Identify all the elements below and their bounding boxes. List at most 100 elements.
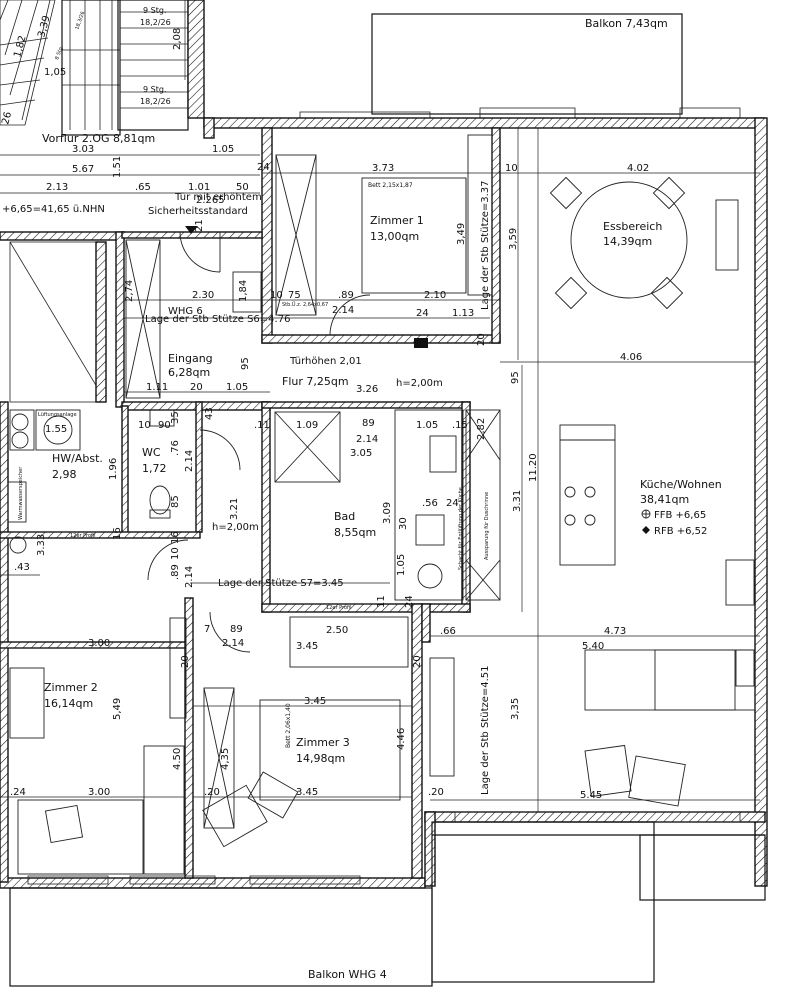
zimmer-3-label: Zimmer 3 <box>296 736 350 749</box>
dim-5-67: 5.67 <box>72 164 94 175</box>
essbereich-label: Essbereich <box>603 220 662 233</box>
dim-1-84: 1,84 <box>238 280 249 302</box>
dim-95a: 95 <box>240 357 251 370</box>
dim-3-09: 3.09 <box>382 502 393 524</box>
dim-20e: .20 <box>204 787 220 798</box>
dim-1-05c: 1.05 <box>416 420 438 431</box>
balcony-bottom: Balkon WHG 4 <box>9 821 766 987</box>
bed-3-size: Bett 2,06x1,40 <box>285 703 292 748</box>
dim-4-02: 4.02 <box>627 163 649 174</box>
dim-89a: .89 <box>338 290 354 301</box>
dim-11: .11 <box>254 420 270 431</box>
essbereich: Essbereich 14,39qm 3,59 4.06 <box>500 128 760 363</box>
flur: Türhöhen 2,01 Flur 7,25qm 3.26 h=2,00m 9… <box>282 356 521 395</box>
zimmer-1-label: Zimmer 1 <box>370 214 424 227</box>
flur-height: h=2,00m <box>396 378 443 389</box>
dim-89b: 89 <box>362 418 375 429</box>
dim-20b: 20 <box>190 382 203 393</box>
dim-43a: 43 <box>204 407 215 420</box>
stuetze-4-51: Lage der Stb Stütze=4.51 <box>480 665 491 795</box>
dim-1-05b: 1.05 <box>226 382 248 393</box>
dim-3-59: 3,59 <box>508 228 519 250</box>
column-marker <box>414 338 428 348</box>
hw-area: 2,98 <box>52 468 77 481</box>
dim-24b: 24 <box>416 308 429 319</box>
dim-3-21: 3.21 <box>229 498 240 520</box>
dim-43b: .43 <box>14 562 30 573</box>
dim-3-31: 3.31 <box>512 490 523 512</box>
dim-11b: 11 <box>376 595 387 608</box>
dim-3-49: 3,49 <box>456 223 467 245</box>
dim-20c: 20 <box>180 655 191 668</box>
dim-1-96: 1.96 <box>108 458 119 480</box>
flur-label: Flur 7,25qm <box>282 375 349 388</box>
dim-20f: .20 <box>428 787 444 798</box>
stuetze-3-37: Lage der Stb Stütze=3.37 <box>480 180 491 310</box>
eingang: 2,74 1,84 2.30 WHG 6 Lage der Stb Stütze… <box>124 239 490 399</box>
dim-1-05d: 1.05 <box>396 554 407 576</box>
dim-24c: 24 <box>446 498 459 509</box>
dim-30: 30 <box>398 517 409 530</box>
dim-20d: 20 <box>412 655 423 668</box>
zimmer-2-area: 16,14qm <box>44 697 93 710</box>
dim-24a: 24 <box>257 162 270 173</box>
small-box-label: Stb.Ü.z. 2,64x0,67 <box>282 301 328 308</box>
nhn-level: +6,65=41,65 ü.NHN <box>2 204 105 215</box>
dim-3-33: 3.33 <box>36 534 47 556</box>
dim-10d: 10 <box>170 547 181 560</box>
dim-3-00a: 3.00 <box>88 638 110 649</box>
eingang-label: Eingang <box>168 352 213 365</box>
kueche-area: 38,41qm <box>640 493 689 506</box>
tuerhoehen-label: Türhöhen 2,01 <box>289 356 362 367</box>
dim-35: 35 <box>170 411 181 424</box>
dim-3-03: 3.03 <box>72 144 94 155</box>
stair-9-bot: 9 Stg. <box>143 85 166 94</box>
kueche-label: Küche/Wohnen <box>640 478 722 491</box>
dim-3-45a: 3.45 <box>296 641 318 652</box>
dim-1-11: 1.11 <box>146 382 168 393</box>
dim-4-50: 4.50 <box>172 748 183 770</box>
dim-95b: 95 <box>510 371 521 384</box>
lueftung-label: Lüftungsanlage <box>38 412 77 418</box>
dim-2-13: 2.13 <box>46 182 68 193</box>
essbereich-area: 14,39qm <box>603 235 652 248</box>
eingang-area: 6,28qm <box>168 366 210 379</box>
kueche-wohnen: Küche/Wohnen 38,41qm FFB +6,65 RFB +6,52… <box>429 128 760 823</box>
dim-20a: 20 <box>476 333 487 346</box>
rfb-icon <box>642 526 650 534</box>
zimmer-1-area: 13,00qm <box>370 230 419 243</box>
dim-3-35: 3,35 <box>510 698 521 720</box>
dim-4-73: 4.73 <box>604 626 626 637</box>
stair-9-top: 9 Stg. <box>143 6 166 15</box>
dim-3-00b: 3.00 <box>88 787 110 798</box>
dim-1-05a: 1.05 <box>212 144 234 155</box>
hw-label: HW/Abst. <box>52 452 103 465</box>
bottom-windows <box>27 875 361 885</box>
ffb-level: FFB +6,65 <box>654 510 706 521</box>
dim-1-05: 1,05 <box>44 67 66 78</box>
dim-2-14e: 2.14 <box>222 638 244 649</box>
dim-2-14b: 2.14 <box>356 434 378 445</box>
wc: 10 90 35 43 WC 1,72 .76 85 2.14 16 10 16… <box>112 407 259 588</box>
stuetze-s7: Lage der Stütze S7=3.45 <box>218 578 344 589</box>
staircase: 1,82 3,39 1,05 26 8 Stg. 18,3/26 9 Stg. … <box>0 0 205 136</box>
dim-76: .76 <box>170 440 181 456</box>
balcony-bottom-label: Balkon WHG 4 <box>308 968 387 981</box>
dim-3-26: 3.26 <box>356 384 378 395</box>
bad: .11 1.09 89 1.05 .15 2.14 3.05 2,82 Bad … <box>254 409 501 611</box>
dim-5-40: 5.40 <box>582 641 604 652</box>
balcony-top-label: Balkon 7,43qm <box>585 17 668 30</box>
door-security-text-2: Sicherheitsstandard <box>148 206 248 217</box>
vorflur-area: Vorflur 2.OG 8,81qm 3.03 1.05 5.67 1.51 … <box>0 132 270 273</box>
dim-1-55: 1.55 <box>45 424 67 435</box>
dim-1-13: 1.13 <box>452 308 474 319</box>
dim-66: .66 <box>440 626 456 637</box>
dim-16: 16 <box>170 531 181 544</box>
bed-1-size: Bett 2,15x1,87 <box>368 182 413 189</box>
dim-3-45b: 3.45 <box>304 696 326 707</box>
dim-7: 7 <box>204 624 210 635</box>
dim-65: .65 <box>135 182 151 193</box>
elevator-shaft <box>9 241 107 403</box>
dim-56: .56 <box>422 498 438 509</box>
